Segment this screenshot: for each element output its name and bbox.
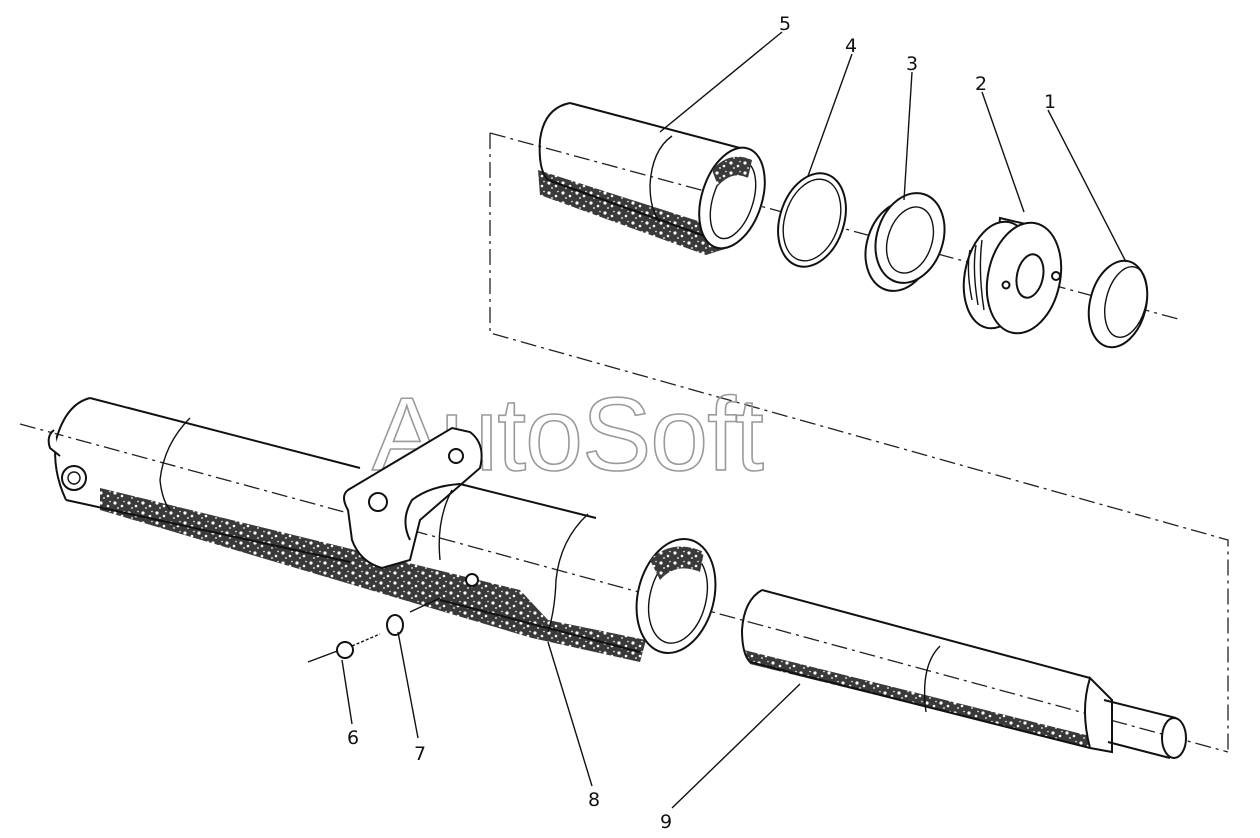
callout-3: 3 [906,53,918,75]
part-4-ring [777,172,847,268]
callout-7: 7 [414,743,426,765]
part-6-screw [307,633,381,663]
part-3-seal [864,192,946,292]
callout-9: 9 [660,811,672,833]
callout-1: 1 [1044,91,1056,113]
callout-8: 8 [588,789,600,811]
leader-lines [341,31,1127,809]
callout-4: 4 [845,35,857,57]
part-2-nut [962,216,1063,335]
callout-5: 5 [779,13,791,35]
callout-2: 2 [975,73,987,95]
part-1-bushing [1087,259,1149,349]
callout-6: 6 [347,727,359,749]
part-8-housing [47,397,717,662]
part-7-washer [386,597,441,636]
part-5-sleeve [538,102,766,255]
callout-labels: 1 2 3 4 5 6 7 8 9 [347,13,1056,833]
part-9-shaft [740,589,1187,759]
